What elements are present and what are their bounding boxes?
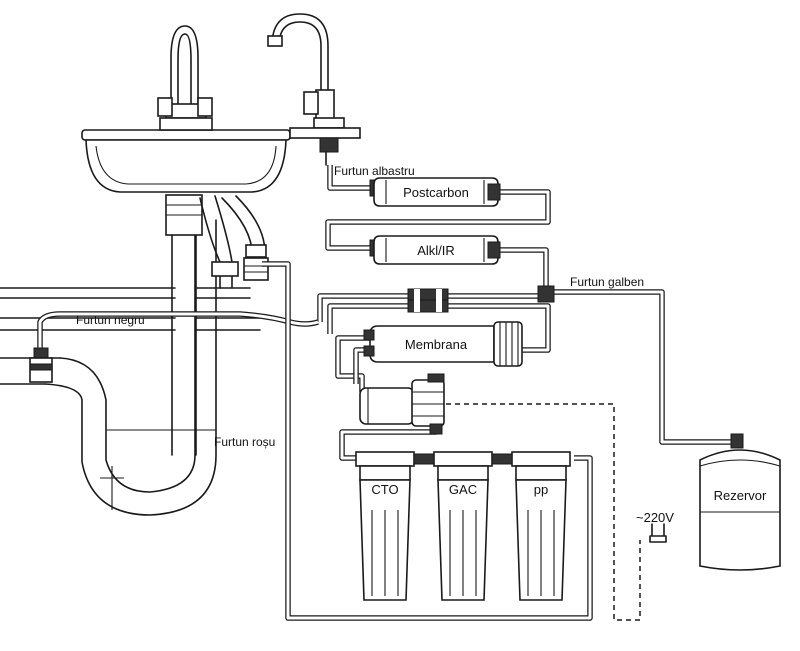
postcarbon-filter <box>369 177 501 207</box>
label-alkl-ir: Alkl/IR <box>417 243 455 258</box>
label-gac: GAC <box>449 482 477 497</box>
label-furtun-negru: Furtun negru <box>76 313 145 327</box>
sink <box>81 25 291 193</box>
prefilter-connectors <box>413 453 513 465</box>
power-line <box>446 403 667 621</box>
prefilter-gac <box>433 451 493 601</box>
label-voltage: ~220V <box>636 510 674 525</box>
labels: Furtun albastru Postcarbon Alkl/IR Furtu… <box>76 164 767 525</box>
label-furtun-rosu: Furtun roșu <box>214 435 275 449</box>
ro-faucet <box>267 13 361 166</box>
drain-clamp-top <box>33 347 49 359</box>
fittings <box>29 285 744 449</box>
sink-rim <box>81 129 291 141</box>
label-furtun-galben: Furtun galben <box>570 275 644 289</box>
yellow-tee-fitting <box>537 285 555 303</box>
sink-mixer-faucet <box>157 25 213 131</box>
power-plug-icon <box>649 523 667 543</box>
label-furtun-albastru: Furtun albastru <box>334 164 415 178</box>
membrane-housing <box>363 321 523 367</box>
storage-tank <box>699 449 781 571</box>
label-membrana: Membrana <box>405 337 468 352</box>
label-cto: CTO <box>371 482 398 497</box>
drain-saddle <box>245 244 267 258</box>
alkl-ir-filter <box>369 235 501 265</box>
booster-pump <box>359 373 445 435</box>
label-postcarbon: Postcarbon <box>403 185 469 200</box>
label-rezervor: Rezervor <box>714 488 767 503</box>
prefilter-pp <box>511 451 571 601</box>
tank-valve <box>730 433 744 449</box>
label-pp: pp <box>534 482 548 497</box>
drain-pipes <box>0 194 269 516</box>
prefilter-cto <box>355 451 415 601</box>
